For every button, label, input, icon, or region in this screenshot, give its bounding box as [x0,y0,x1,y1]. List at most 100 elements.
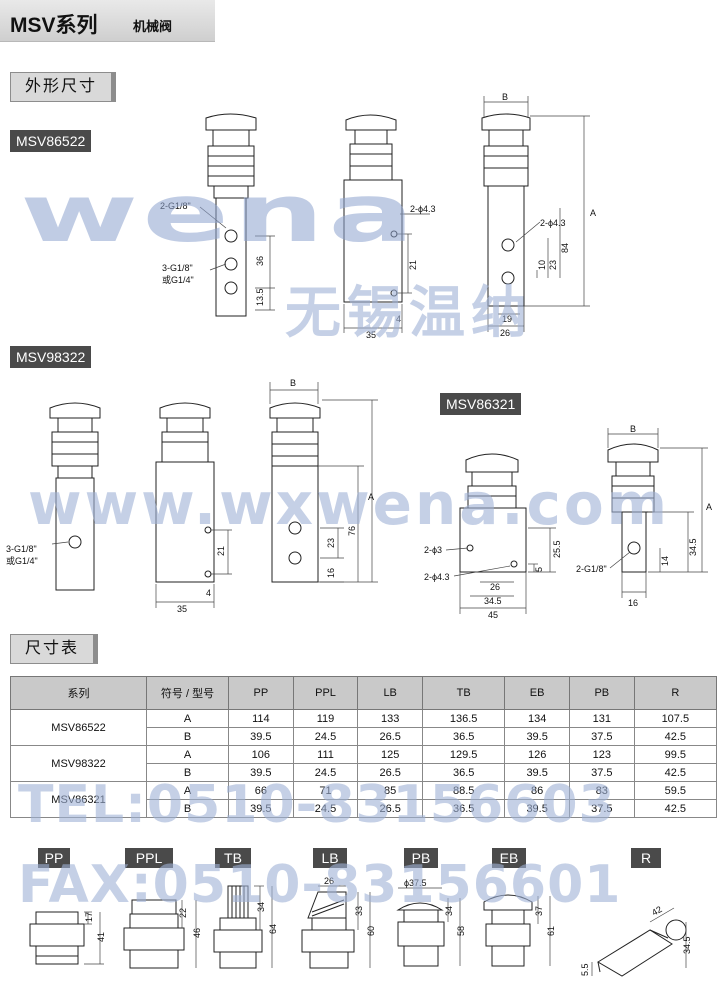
model-tag-msv86321: MSV86321 [440,393,522,415]
cell: 42.5 [633,763,718,782]
cell: 26.5 [357,763,424,782]
acc-tag-lb: LB [313,848,347,868]
dim-4: 4 [206,588,211,598]
size-table: 系列 符号 / 型号 PP PPL LB TB EB PB R MSV86522… [10,676,718,818]
cell: 39.5 [504,799,570,818]
th-pp: PP [228,676,294,710]
th-lb: LB [357,676,424,710]
dim-25-5: 25.5 [552,540,562,558]
acc-ppl-shape [123,899,185,969]
cell: 42.5 [633,727,718,746]
cell: 125 [357,745,424,764]
cell: 39.5 [228,799,294,818]
label-ports-lower-1: 3-G1/8" [162,263,193,273]
dim-35: 35 [366,330,376,340]
cell: 114 [228,709,294,728]
cell: 42.5 [633,799,718,818]
model-tag-msv98322: MSV98322 [10,346,92,368]
cell: 36.5 [422,727,506,746]
cell-symbol: B [146,727,229,746]
cell-symbol: A [146,745,229,764]
acc-pp-shape [29,911,85,965]
cell: 136.5 [422,709,506,728]
dim-84: 84 [560,243,570,253]
label-ports-upper: 2-G1/8" [160,201,191,211]
label-hole: 2-ϕ4.3 [410,204,436,214]
dim-a: A [368,492,374,502]
dim-35: 35 [177,604,187,614]
cell: 59.5 [633,781,718,800]
cell: 129.5 [422,745,506,764]
title-bar: MSV系列 机械阀 [0,0,215,42]
cell: 37.5 [568,763,635,782]
drawing-msv98322: 3-G1/8" 或G1/4" 21 35 4 B A 76 23 16 [6,378,378,614]
dim-13-5: 13.5 [255,288,265,306]
dim-19: 19 [502,314,512,324]
table-row: MSV86321 A 66 71 85 88.5 86 83 59.5 [10,781,718,818]
pb-d: ϕ37.5 [404,878,427,888]
cell: 39.5 [504,727,570,746]
cell: 83 [568,781,635,800]
cell-series: MSV98322 [10,745,147,782]
dim-21: 21 [216,546,226,556]
label-port: 2-G1/8" [576,564,607,574]
acc-tag-tb: TB [215,848,251,868]
acc-tag-pp: PP [38,848,70,868]
acc-lb-shape [301,891,355,969]
dim-a: A [706,502,712,512]
label-hole-3: 2-ϕ3 [424,545,442,555]
dim-10: 10 [537,260,547,270]
cell: 111 [292,745,359,764]
cell: 24.5 [292,799,359,818]
ppl-h2: 46 [192,928,202,938]
r-h2: 5.5 [580,963,590,976]
view1-body [459,453,527,573]
accessory-drawings: 17 41 22 46 34 64 26 33 60 ϕ37.5 34 58 3… [29,876,692,977]
cell: 37.5 [568,799,635,818]
cell: 66 [228,781,294,800]
cell-symbol: B [146,799,229,818]
dim-34-5-b: 34.5 [688,538,698,556]
acc-tag-pb: PB [404,848,438,868]
table-row: B 39.5 24.5 26.5 36.5 39.5 37.5 42.5 [11,799,718,818]
dim-16: 16 [628,598,638,608]
th-symbol: 符号 / 型号 [146,676,229,710]
cell: 134 [504,709,570,728]
cell-symbol: B [146,763,229,782]
label-hole-2: 2-ϕ4.3 [540,218,566,228]
eb-h1: 37 [534,906,544,916]
cell: 126 [504,745,570,764]
cell: 86 [504,781,570,800]
th-ppl: PPL [292,676,359,710]
view1-body [49,402,101,591]
dim-a: A [590,208,596,218]
pb-h2: 58 [456,926,466,936]
acc-tag-eb: EB [492,848,526,868]
eb-h2: 61 [546,926,556,936]
th-tb: TB [422,676,506,710]
dim-23: 23 [548,260,558,270]
view2-body [155,402,215,583]
ppl-h1: 22 [178,908,188,918]
dim-b: B [630,424,636,434]
acc-pb-shape [396,902,445,967]
table-row: MSV86522 A 114 119 133 136.5 134 131 107… [10,709,718,746]
dim-76: 76 [347,526,357,536]
tb-h2: 64 [268,924,278,934]
cell: 99.5 [633,745,718,764]
drawing-msv86321: 2-ϕ3 2-ϕ4.3 25.5 5 26 34.5 45 B A 2-G1/8… [424,424,712,620]
dim-21: 21 [408,260,418,270]
page-title: MSV系列 [10,14,98,37]
section-outline: 外形尺寸 [10,72,117,102]
dim-14: 14 [660,556,670,566]
drawing-msv86522: 2-G1/8" 3-G1/8" 或G1/4" 36 13.5 21 4 35 2… [160,92,596,340]
cell: 24.5 [292,763,359,782]
cell: 133 [357,709,424,728]
dim-26: 26 [490,582,500,592]
acc-r-shape [597,919,687,977]
cell: 106 [228,745,294,764]
view1-body [205,113,257,317]
pb-h1: 34 [444,906,454,916]
cell: 24.5 [292,727,359,746]
table-row: MSV98322 A 106 111 125 129.5 126 123 99.… [10,745,718,782]
